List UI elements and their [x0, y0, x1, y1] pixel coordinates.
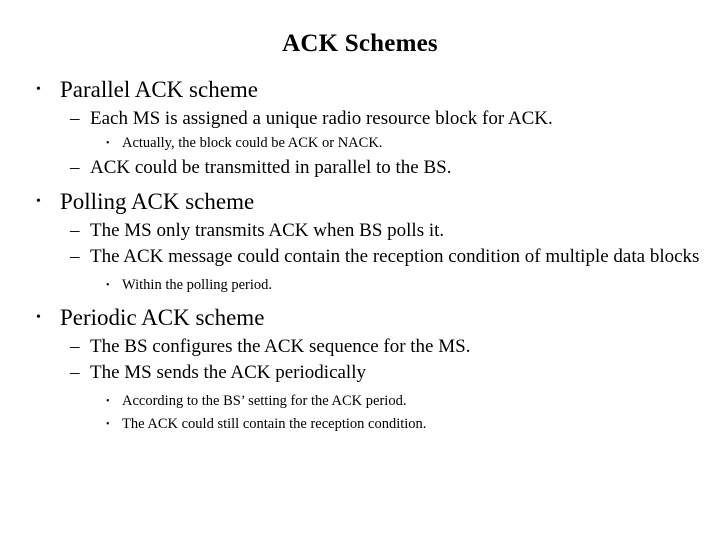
dash-marker-icon: –	[70, 362, 80, 383]
dash-marker-icon: –	[70, 157, 80, 178]
bullet-text: Parallel ACK scheme	[60, 77, 259, 102]
bullet-level2: – The MS only transmits ACK when BS poll…	[0, 218, 700, 243]
bullet-level1: • Polling ACK scheme	[0, 187, 700, 217]
bullet-marker-icon: •	[106, 280, 110, 291]
bullet-level3: • Within the polling period.	[0, 275, 700, 296]
bullet-text: Actually, the block could be ACK or NACK…	[122, 135, 383, 151]
bullet-marker-icon: •	[106, 396, 110, 407]
bullet-text: Polling ACK scheme	[60, 189, 255, 214]
bullet-level2: – The MS sends the ACK periodically	[0, 360, 700, 385]
slide-title: ACK Schemes	[282, 30, 438, 57]
bullet-marker-icon: •	[106, 138, 110, 149]
bullet-level3: • The ACK could still contain the recept…	[0, 414, 700, 435]
dash-marker-icon: –	[70, 336, 80, 357]
bullet-text: According to the BS’ setting for the ACK…	[122, 393, 407, 409]
bullet-marker-icon: •	[36, 82, 41, 97]
bullet-text: The ACK could still contain the receptio…	[122, 416, 427, 432]
spacer	[0, 385, 700, 389]
dash-marker-icon: –	[70, 246, 80, 267]
bullet-text: Within the polling period.	[122, 277, 273, 293]
bullet-level2: – Each MS is assigned a unique radio res…	[0, 106, 700, 131]
bullet-marker-icon: •	[36, 310, 41, 325]
dash-marker-icon: –	[70, 220, 80, 241]
bullet-text: The MS only transmits ACK when BS polls …	[90, 220, 445, 241]
bullet-level3: • According to the BS’ setting for the A…	[0, 391, 700, 412]
bullet-text: Each MS is assigned a unique radio resou…	[90, 108, 553, 129]
bullet-level1: • Periodic ACK scheme	[0, 303, 700, 333]
bullet-text: ACK could be transmitted in parallel to …	[90, 157, 452, 178]
bullet-marker-icon: •	[106, 419, 110, 430]
bullet-level2: – ACK could be transmitted in parallel t…	[0, 155, 700, 180]
spacer	[0, 269, 700, 273]
bullet-text: The BS configures the ACK sequence for t…	[90, 336, 471, 357]
bullet-level2: – The ACK message could contain the rece…	[0, 244, 700, 269]
bullet-text: Periodic ACK scheme	[60, 305, 265, 330]
bullet-level2: – The BS configures the ACK sequence for…	[0, 334, 700, 359]
slide-body: • Parallel ACK scheme – Each MS is assig…	[0, 72, 700, 435]
spacer	[0, 180, 700, 184]
bullet-text: The MS sends the ACK periodically	[90, 362, 366, 383]
bullet-text: The ACK message could contain the recept…	[90, 246, 700, 267]
spacer	[0, 296, 700, 300]
bullet-marker-icon: •	[36, 194, 41, 209]
bullet-level3: • Actually, the block could be ACK or NA…	[0, 133, 700, 154]
bullet-level1: • Parallel ACK scheme	[0, 75, 700, 105]
dash-marker-icon: –	[70, 108, 80, 129]
